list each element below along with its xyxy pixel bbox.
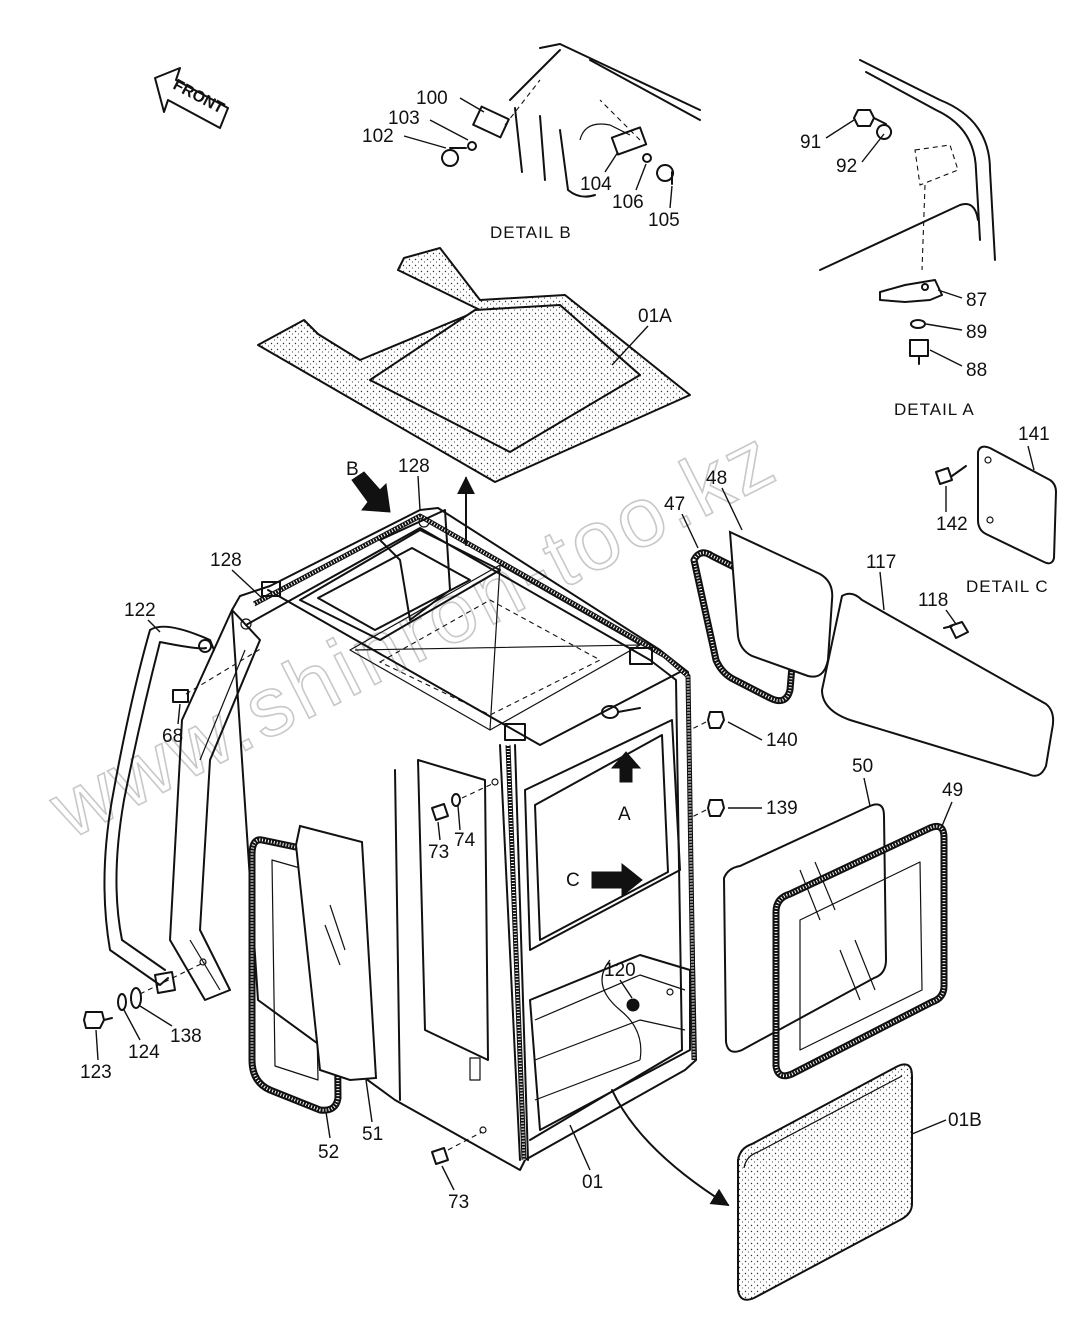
rear-window-glass-48 (728, 530, 834, 678)
part-120-label: 120 (604, 960, 636, 981)
side-glass-117 (820, 592, 1055, 777)
part-68-label: 68 (162, 726, 183, 747)
part-100-label: 100 (416, 88, 448, 109)
part-73a-label: 73 (428, 842, 449, 863)
detail-b-drawing (441, 43, 701, 198)
part-118-label: 118 (918, 590, 948, 611)
part-01-label: 01 (582, 1172, 603, 1193)
part-122-label: 122 (124, 600, 156, 621)
part-48-label: 48 (706, 468, 727, 489)
part-140-label: 140 (766, 730, 798, 751)
detail-a-drawing (819, 59, 996, 365)
part-73b-label: 73 (448, 1192, 469, 1213)
cab-body (169, 507, 697, 1171)
part-141-label: 141 (1018, 424, 1050, 445)
detail-b-label: DETAIL B (490, 223, 572, 242)
view-arrow-b-label: B (346, 459, 359, 480)
part-138-label: 138 (170, 1026, 202, 1047)
right-window-glass-50 (722, 803, 888, 1053)
roof-liner (257, 247, 691, 483)
part-102-label: 102 (362, 126, 394, 147)
part-51-label: 51 (362, 1124, 383, 1145)
part-117-label: 117 (866, 552, 896, 573)
detail-c-label: DETAIL C (966, 577, 1049, 596)
part-91-label: 91 (800, 132, 821, 153)
part-104-label: 104 (580, 174, 612, 195)
screws-73-74 (431, 783, 493, 1165)
part-01a-label: 01A (638, 306, 672, 327)
part-142-label: 142 (936, 514, 968, 535)
part-123-label: 123 (80, 1062, 112, 1083)
right-window-seal-49 (772, 822, 948, 1080)
view-arrow-b-icon (351, 471, 391, 513)
fasteners-140-139 (689, 711, 725, 819)
handrail (103, 625, 215, 994)
part-49-label: 49 (942, 780, 963, 801)
part-124-label: 124 (128, 1042, 160, 1063)
part-50-label: 50 (852, 756, 873, 777)
rear-window-seal-47 (690, 549, 800, 705)
fasteners-lower-left (83, 961, 206, 1029)
part-106-label: 106 (612, 192, 644, 213)
part-74-label: 74 (454, 830, 476, 851)
part-88-label: 88 (966, 360, 987, 381)
part-139-label: 139 (766, 798, 798, 819)
detail-c-plate (935, 445, 1057, 565)
part-89-label: 89 (966, 322, 987, 343)
part-103-label: 103 (388, 108, 420, 129)
view-arrow-a-icon (610, 751, 642, 783)
part-92-label: 92 (836, 156, 857, 177)
floor-panel-01b (737, 1063, 913, 1301)
view-arrow-c-label: C (566, 870, 580, 891)
part-01b-label: 01B (948, 1110, 982, 1131)
side-window-glass-51 (294, 824, 378, 1082)
svg-text:FRONT: FRONT (170, 77, 227, 118)
part-128b-label: 128 (210, 550, 242, 571)
part-47-label: 47 (664, 494, 685, 515)
part-105-label: 105 (648, 210, 680, 231)
detail-a-label: DETAIL A (894, 400, 975, 419)
view-arrow-a-label: A (618, 804, 631, 825)
view-arrow-c-icon (591, 862, 643, 898)
part-128a-label: 128 (398, 456, 430, 477)
front-arrow-icon: FRONT (154, 67, 229, 129)
part-87-label: 87 (966, 290, 987, 311)
part-52-label: 52 (318, 1142, 339, 1163)
